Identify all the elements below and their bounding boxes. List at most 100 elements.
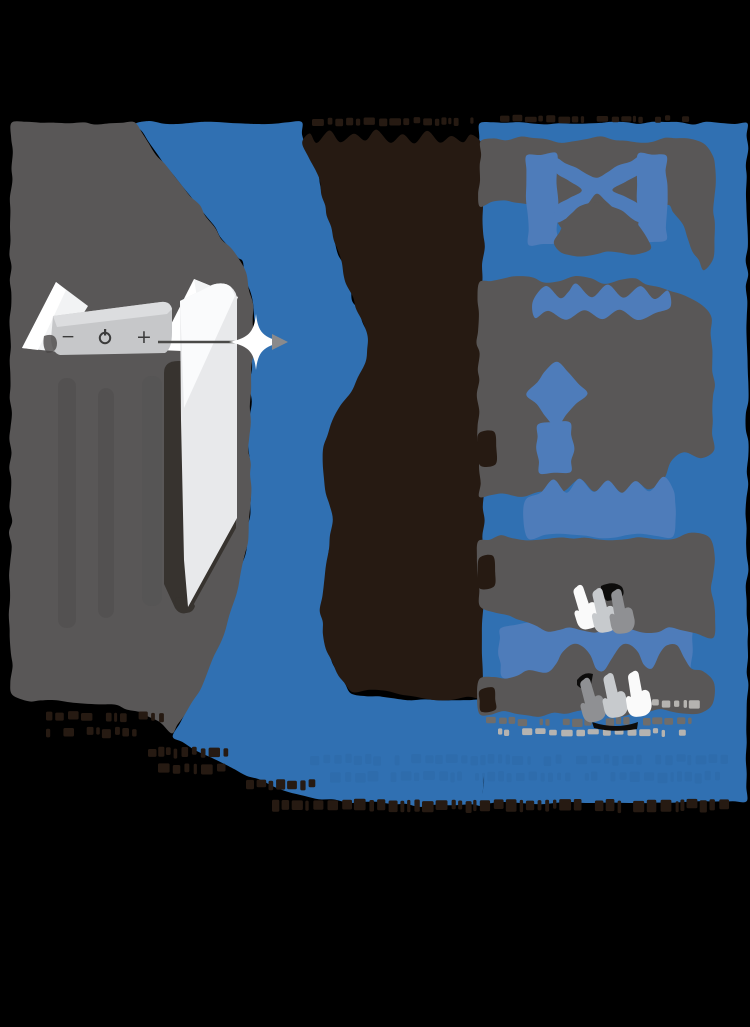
speckle — [377, 799, 386, 811]
speckle — [413, 772, 420, 782]
tile-band-1 — [523, 476, 676, 540]
speckle — [719, 799, 729, 810]
speckle — [686, 798, 698, 809]
panel-left-shadow — [43, 334, 57, 353]
speckle — [312, 119, 324, 126]
speckle — [680, 799, 685, 811]
speckle — [334, 754, 342, 764]
speckle — [400, 800, 405, 813]
speckle — [594, 800, 604, 812]
speckle — [527, 756, 531, 765]
speckle — [369, 800, 374, 812]
speckle — [461, 755, 468, 764]
speckle — [287, 780, 297, 790]
speckle — [561, 729, 573, 737]
speckle — [511, 756, 524, 765]
speckle — [575, 755, 588, 765]
speckle — [246, 779, 254, 790]
speckle — [46, 728, 51, 738]
speckle — [63, 728, 74, 737]
speckle — [559, 799, 572, 811]
speckle — [665, 755, 673, 766]
speckle — [720, 754, 728, 764]
speckle — [435, 800, 448, 810]
speckle — [621, 116, 632, 122]
speckle — [132, 729, 137, 737]
tile-mound-1 — [553, 202, 652, 257]
blob-streak-1 — [58, 378, 76, 628]
speckle — [704, 770, 711, 781]
hand-cursor-group-1 — [573, 583, 635, 634]
hand-white-2 — [625, 670, 652, 717]
speckle — [610, 772, 616, 782]
speckle — [457, 771, 462, 781]
speckle — [451, 799, 456, 810]
speckle — [545, 799, 550, 812]
speckle — [709, 799, 715, 811]
speckle — [223, 748, 229, 757]
speckle — [661, 700, 671, 708]
speckle — [522, 728, 533, 736]
speckle — [617, 800, 622, 814]
speckle — [602, 729, 611, 736]
glyph1-bowtie — [554, 156, 642, 223]
speckle — [657, 772, 668, 784]
speckle — [481, 772, 485, 783]
speckle — [545, 719, 550, 726]
speckle-row-col-top — [500, 114, 690, 124]
speckle — [114, 712, 118, 722]
speckle — [353, 755, 362, 766]
speckle-row-left-1 — [46, 711, 164, 723]
speckle — [389, 118, 401, 126]
hand-wrapper — [609, 588, 635, 634]
speckle — [308, 779, 316, 788]
speckle — [445, 754, 458, 763]
speckle — [638, 116, 643, 123]
speckle — [81, 713, 93, 721]
speckle — [670, 772, 674, 782]
volume-down-symbol: − — [61, 327, 75, 347]
speckle — [612, 755, 619, 766]
speckle — [423, 118, 432, 126]
speckle — [695, 755, 707, 765]
speckle — [281, 800, 290, 810]
speckle — [525, 800, 535, 811]
speckle — [172, 765, 181, 774]
speckle — [193, 763, 197, 775]
speckle — [480, 755, 486, 766]
speckle — [390, 772, 397, 783]
tile-glyph-1 — [525, 152, 668, 246]
hand-gray — [609, 588, 635, 634]
speckle-row-col-2 — [498, 728, 686, 737]
speckle — [158, 763, 170, 773]
speckle — [345, 753, 352, 763]
speckle — [159, 713, 164, 723]
speckle — [487, 754, 495, 764]
speckle — [537, 800, 542, 811]
speckle — [519, 799, 524, 813]
tile-glyph-2-wave — [532, 283, 672, 321]
speckle — [434, 118, 440, 126]
speckle — [148, 749, 157, 757]
speckle — [486, 716, 496, 724]
speckle — [342, 799, 352, 810]
speckle — [643, 718, 651, 726]
glyph1-bar-left — [525, 152, 559, 246]
speckle — [305, 800, 309, 811]
blob-streak-2 — [98, 388, 114, 618]
speckle — [590, 771, 598, 781]
speckle — [345, 772, 352, 782]
speckle — [633, 800, 645, 813]
speckle — [655, 116, 661, 123]
speckle — [453, 117, 459, 126]
speckle — [539, 718, 543, 726]
tile-lobe-3 — [476, 532, 716, 639]
speckle — [660, 799, 672, 812]
speckle — [665, 115, 671, 121]
speckle — [365, 753, 372, 764]
speckle — [547, 772, 553, 783]
speckle — [576, 729, 585, 737]
hand-wrapper — [580, 677, 607, 723]
speckle — [572, 718, 583, 727]
